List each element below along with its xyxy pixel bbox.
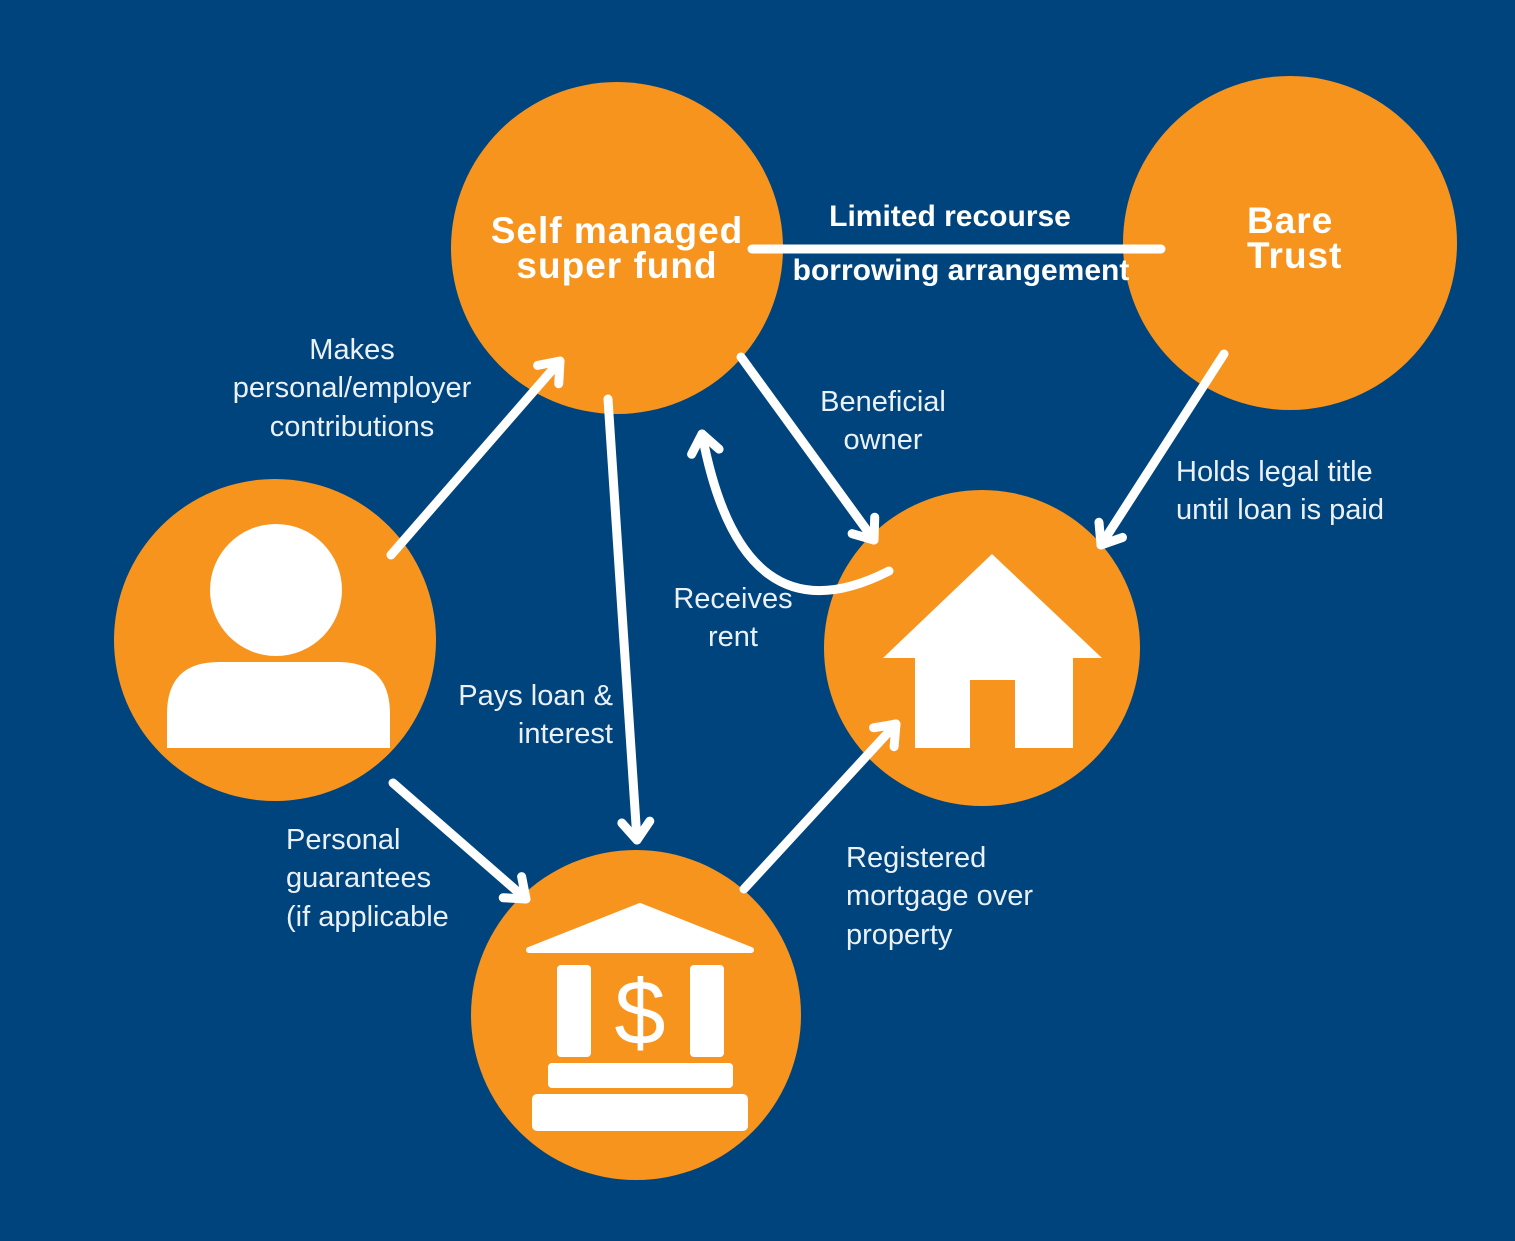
registered-mortgage-arrow — [739, 719, 901, 894]
person-icon — [167, 524, 390, 748]
personal-guarantees-arrow — [388, 778, 531, 904]
dollar-sign-glyph: $ — [614, 962, 665, 1064]
holds-legal-title-arrow — [1094, 349, 1229, 550]
smsf-node — [451, 82, 783, 414]
personal-guarantees-label: Personal guarantees (if applicable — [286, 824, 449, 933]
arrows — [386, 244, 1229, 904]
bare-trust-node-label: Bare Trust — [1247, 199, 1343, 276]
house-icon — [883, 554, 1102, 748]
beneficial-owner-label: Beneficial owner — [820, 386, 946, 457]
registered-mortgage-label: Registered mortgage over property — [846, 842, 1033, 951]
bank-icon: $ — [526, 903, 754, 1131]
receives-rent-arrow — [687, 429, 894, 596]
holds-legal-title-label: Holds legal title until loan is paid — [1176, 456, 1384, 527]
bare-trust-node — [1123, 76, 1457, 410]
lrba-label-bottom: borrowing arrangement — [792, 254, 1130, 287]
receives-rent-label: Receives rent — [673, 583, 793, 654]
contributions-label: Makes personal/employer contributions — [232, 334, 472, 443]
beneficial-owner-arrow — [736, 352, 880, 545]
pays-loan-arrow — [603, 394, 655, 845]
smsf-node-label: Self managed super fund — [490, 209, 744, 286]
pays-loan-label: Pays loan & interest — [458, 680, 613, 751]
contributions-arrow — [386, 356, 565, 560]
lrba-label-top: Limited recourse — [829, 200, 1071, 233]
